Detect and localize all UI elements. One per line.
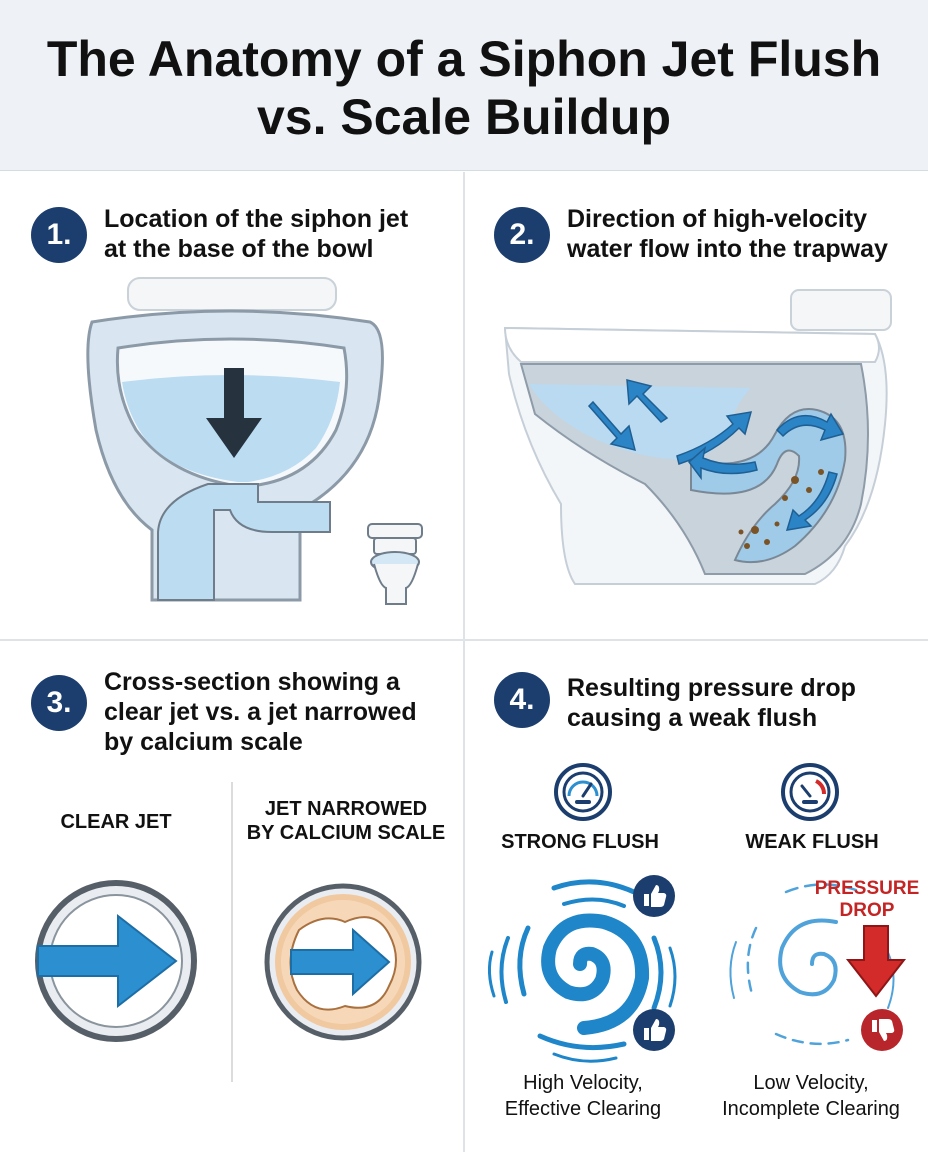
- step-3-line-1: Cross-section showing a: [104, 668, 400, 696]
- strong-caption-line-2: Effective Clearing: [504, 1098, 662, 1120]
- toilet-side-view-illustration: [503, 289, 892, 585]
- scaled-jet-cross-section: [264, 883, 422, 1041]
- gauge-icon: [781, 763, 839, 821]
- flow-arrow-2-icon: [626, 379, 669, 423]
- weak-flush-caption: Low Velocity, Incomplete Clearing: [704, 1070, 918, 1122]
- strong-caption-line-1: High Velocity,: [523, 1072, 643, 1094]
- step-badge-3: 3.: [31, 675, 87, 731]
- weak-flush-label: WEAK FLUSH: [712, 830, 912, 854]
- tank: [790, 289, 892, 331]
- flow-arrow-6-icon: [785, 471, 838, 531]
- pressure-drop-arrow-icon: [845, 925, 907, 998]
- title-line-2: vs. Scale Buildup: [256, 89, 671, 145]
- tank-lid: [127, 277, 337, 311]
- strong-flush-label: STRONG FLUSH: [480, 830, 680, 854]
- weak-swirl-illustration: [729, 883, 895, 1046]
- flow-arrows: [587, 379, 845, 531]
- pressure-drop-line-1: PRESSURE: [814, 878, 920, 899]
- step-1-text: Location of the siphon jet at the base o…: [104, 204, 408, 264]
- header-banner: The Anatomy of a Siphon Jet Flush vs. Sc…: [0, 0, 928, 171]
- flow-arrow-4-icon: [687, 445, 758, 481]
- thumbs-up-icon: [633, 875, 675, 917]
- step-1-line-1: Location of the siphon jet: [104, 205, 409, 233]
- step-badge-2: 2.: [494, 207, 550, 263]
- debris-particles: [738, 469, 824, 549]
- strong-swirl-illustration: [487, 879, 677, 1063]
- trapway-water: [157, 483, 331, 601]
- small-toilet-icon: [367, 523, 423, 605]
- step-4-line-1: Resulting pressure drop: [567, 674, 856, 702]
- step-3-line-2: clear jet vs. a jet narrowed: [104, 698, 417, 726]
- gauge-icon: [554, 763, 612, 821]
- flow-arrow-5-icon: [775, 412, 845, 442]
- scaled-jet-label-line-1: JET NARROWED: [264, 798, 428, 820]
- step-2-text: Direction of high-velocity water flow in…: [567, 204, 888, 264]
- step-3-text: Cross-section showing a clear jet vs. a …: [104, 667, 417, 757]
- step-2-line-2: water flow into the trapway: [567, 235, 888, 263]
- toilet-cross-section-illustration: [86, 277, 423, 605]
- horizontal-divider: [0, 639, 928, 641]
- scaled-jet-arrow-icon: [290, 927, 391, 997]
- step-3-line-3: by calcium scale: [104, 728, 303, 756]
- flow-arrow-1-icon: [587, 400, 637, 452]
- clear-jet-arrow-icon: [37, 913, 178, 1009]
- title-line-1: The Anatomy of a Siphon Jet Flush: [46, 31, 882, 87]
- thumbs-down-icon: [861, 1009, 903, 1051]
- step-badge-1: 1.: [31, 207, 87, 263]
- scaled-jet-label: JET NARROWED BY CALCIUM SCALE: [238, 797, 454, 845]
- clear-jet-cross-section: [35, 880, 197, 1042]
- page-title: The Anatomy of a Siphon Jet Flush vs. Sc…: [0, 30, 928, 146]
- bowl-water: [529, 384, 751, 460]
- weak-caption-line-1: Low Velocity,: [753, 1072, 869, 1094]
- down-arrow-icon: [206, 368, 262, 458]
- strong-flush-caption: High Velocity, Effective Clearing: [478, 1070, 688, 1122]
- pressure-drop-label: PRESSURE DROP: [812, 878, 922, 922]
- toilet-rim: [503, 326, 880, 363]
- step-2-line-1: Direction of high-velocity: [567, 205, 868, 233]
- strong-flush-label-text: STRONG FLUSH: [501, 831, 659, 853]
- clear-jet-label: CLEAR JET: [20, 810, 212, 834]
- vertical-divider: [463, 172, 465, 1152]
- cross-section-divider: [231, 782, 233, 1082]
- step-4-text: Resulting pressure drop causing a weak f…: [567, 673, 856, 733]
- clear-jet-label-text: CLEAR JET: [60, 811, 172, 833]
- step-badge-4: 4.: [494, 672, 550, 728]
- pressure-drop-line-2: DROP: [839, 900, 895, 921]
- scaled-jet-label-line-2: BY CALCIUM SCALE: [246, 822, 446, 844]
- weak-caption-line-2: Incomplete Clearing: [722, 1098, 900, 1120]
- step-1-line-2: at the base of the bowl: [104, 235, 374, 263]
- weak-flush-label-text: WEAK FLUSH: [745, 831, 879, 853]
- step-4-line-2: causing a weak flush: [567, 704, 818, 732]
- thumbs-up-icon: [633, 1009, 675, 1051]
